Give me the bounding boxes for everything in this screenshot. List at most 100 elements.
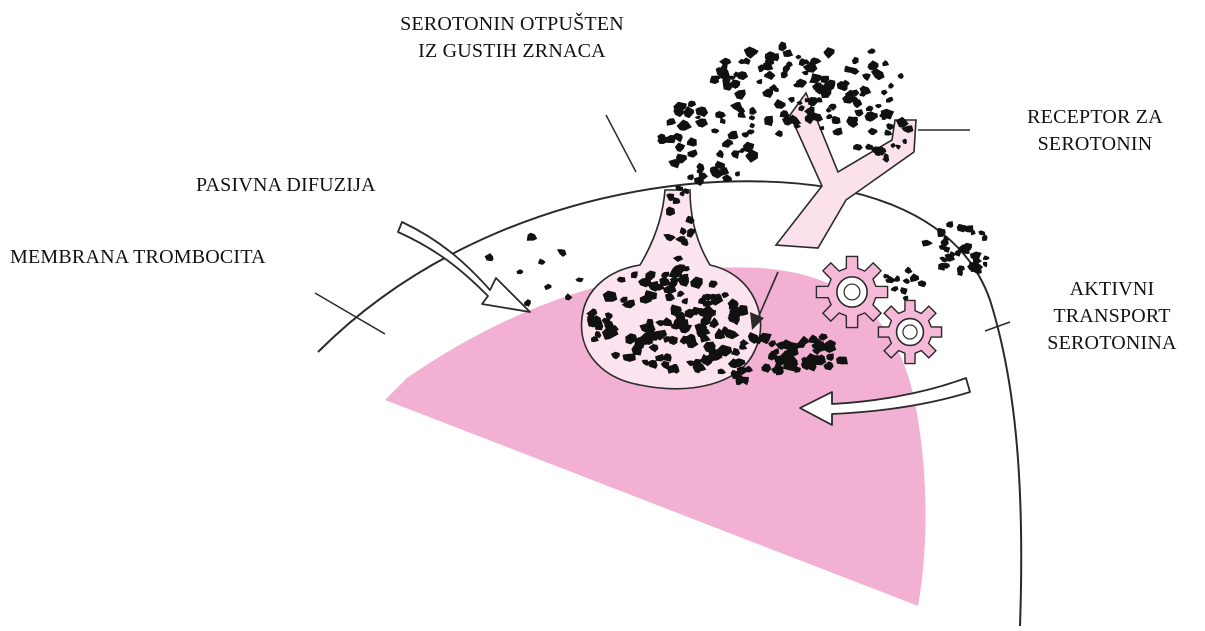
label-platelet-membrane: MEMBRANA TROMBOCITA: [10, 244, 266, 271]
serotonin-particle-icon: [544, 284, 552, 290]
serotonin-particle-icon: [885, 278, 892, 283]
serotonin-particle-icon: [485, 253, 494, 261]
serotonin-particle-icon: [826, 114, 833, 119]
serotonin-particle-icon: [796, 79, 807, 88]
serotonin-particle-icon: [854, 109, 863, 117]
label-active-transport-line-2: TRANSPORT: [1032, 303, 1192, 330]
label-active-transport-line-3: SEROTONINA: [1032, 330, 1192, 357]
serotonin-particle-icon: [695, 115, 701, 119]
serotonin-particle-icon: [749, 115, 755, 120]
serotonin-particle-icon: [809, 73, 821, 83]
serotonin-particle-icon: [967, 263, 978, 270]
serotonin-particle-icon: [783, 49, 794, 57]
serotonin-particle-icon: [910, 273, 919, 282]
leader-line-membrane: [315, 293, 385, 334]
serotonin-particle-icon: [886, 123, 894, 130]
serotonin-particle-icon: [905, 267, 913, 274]
serotonin-particle-icon: [779, 42, 787, 52]
serotonin-particle-icon: [524, 299, 531, 307]
label-receptor-line-1: RECEPTOR ZA: [995, 104, 1195, 131]
label-passive-diffusion: PASIVNA DIFUZIJA: [196, 172, 376, 199]
serotonin-particle-icon: [750, 123, 755, 129]
label-serotonin-released-line-1: SEROTONIN OTPUŠTEN: [362, 11, 662, 38]
serotonin-particle-icon: [788, 97, 795, 103]
label-receptor-line-2: SEROTONIN: [995, 131, 1195, 158]
transporter-icon: [878, 300, 941, 363]
serotonin-particle-icon: [688, 101, 696, 108]
serotonin-particle-icon: [983, 262, 988, 268]
serotonin-particle-icon: [898, 73, 904, 79]
serotonin-particle-icon: [946, 221, 953, 228]
serotonin-particle-icon: [802, 71, 809, 75]
label-serotonin-released-line-2: IZ GUSTIH ZRNACA: [362, 38, 662, 65]
label-serotonin-released: SEROTONIN OTPUŠTEN IZ GUSTIH ZRNACA: [362, 11, 662, 65]
serotonin-particle-icon: [664, 353, 672, 362]
serotonin-particle-icon: [527, 233, 538, 241]
serotonin-particle-icon: [575, 278, 583, 283]
serotonin-particle-icon: [888, 83, 894, 89]
serotonin-particle-icon: [746, 130, 755, 135]
serotonin-particle-icon: [886, 97, 894, 103]
serotonin-particle-icon: [538, 259, 545, 265]
serotonin-particle-icon: [557, 249, 567, 257]
serotonin-particle-icon: [900, 287, 907, 295]
serotonin-particle-icon: [756, 79, 762, 85]
transporter-icon: [816, 256, 887, 327]
serotonin-particle-icon: [832, 128, 842, 136]
serotonin-particle-icon: [716, 111, 725, 119]
serotonin-particle-icon: [882, 60, 889, 66]
serotonin-particle-icon: [867, 48, 876, 54]
serotonin-particle-icon: [716, 150, 724, 159]
passive-diffusion-arrow-icon: [398, 222, 530, 312]
serotonin-particle-icon: [667, 118, 677, 126]
serotonin-particle-icon: [731, 150, 740, 159]
serotonin-particle-icon: [687, 174, 694, 180]
label-active-transport: AKTIVNI TRANSPORT SEROTONINA: [1032, 276, 1192, 357]
serotonin-particle-icon: [749, 107, 757, 115]
serotonin-particle-icon: [853, 144, 863, 151]
serotonin-particle-icon: [735, 171, 740, 176]
leader-line-serotonin-released: [606, 115, 636, 172]
label-active-transport-line-1: AKTIVNI: [1032, 276, 1192, 303]
serotonin-particle-icon: [832, 116, 841, 124]
serotonin-particle-icon: [867, 128, 877, 135]
serotonin-particle-icon: [786, 61, 793, 67]
serotonin-particle-icon: [881, 90, 888, 96]
serotonin-particle-icon: [957, 224, 967, 233]
serotonin-particle-icon: [866, 106, 873, 112]
serotonin-particle-icon: [675, 143, 685, 153]
serotonin-particle-icon: [918, 280, 927, 287]
serotonin-particle-icon: [795, 55, 801, 60]
label-receptor: RECEPTOR ZA SEROTONIN: [995, 104, 1195, 158]
serotonin-particle-icon: [964, 243, 972, 251]
serotonin-particle-icon: [862, 73, 871, 81]
serotonin-particle-icon: [836, 357, 848, 365]
serotonin-particle-icon: [810, 57, 822, 64]
serotonin-particle-icon: [516, 269, 523, 274]
serotonin-particle-icon: [595, 321, 604, 330]
serotonin-particle-icon: [774, 99, 786, 109]
serotonin-particle-icon: [764, 116, 773, 126]
serotonin-particle-icon: [711, 128, 719, 133]
serotonin-particle-icon: [891, 286, 899, 292]
serotonin-particle-icon: [970, 252, 982, 261]
serotonin-particle-icon: [688, 149, 698, 157]
serotonin-particle-icon: [775, 130, 783, 137]
serotonin-particle-icon: [842, 94, 854, 104]
serotonin-particle-icon: [762, 88, 773, 98]
serotonin-particle-icon: [728, 131, 739, 140]
serotonin-particle-icon: [687, 137, 697, 146]
serotonin-particle-icon: [922, 240, 933, 247]
serotonin-particle-icon: [885, 129, 893, 135]
serotonin-particle-icon: [903, 278, 910, 284]
serotonin-particle-icon: [695, 118, 708, 127]
receptor-icon: [776, 93, 916, 248]
serotonin-particle-icon: [720, 118, 726, 125]
serotonin-particle-icon: [875, 104, 882, 108]
serotonin-particle-icon: [781, 71, 788, 79]
serotonin-particle-icon: [823, 47, 834, 59]
serotonin-particle-icon: [677, 120, 692, 131]
serotonin-particle-icon: [730, 102, 743, 112]
